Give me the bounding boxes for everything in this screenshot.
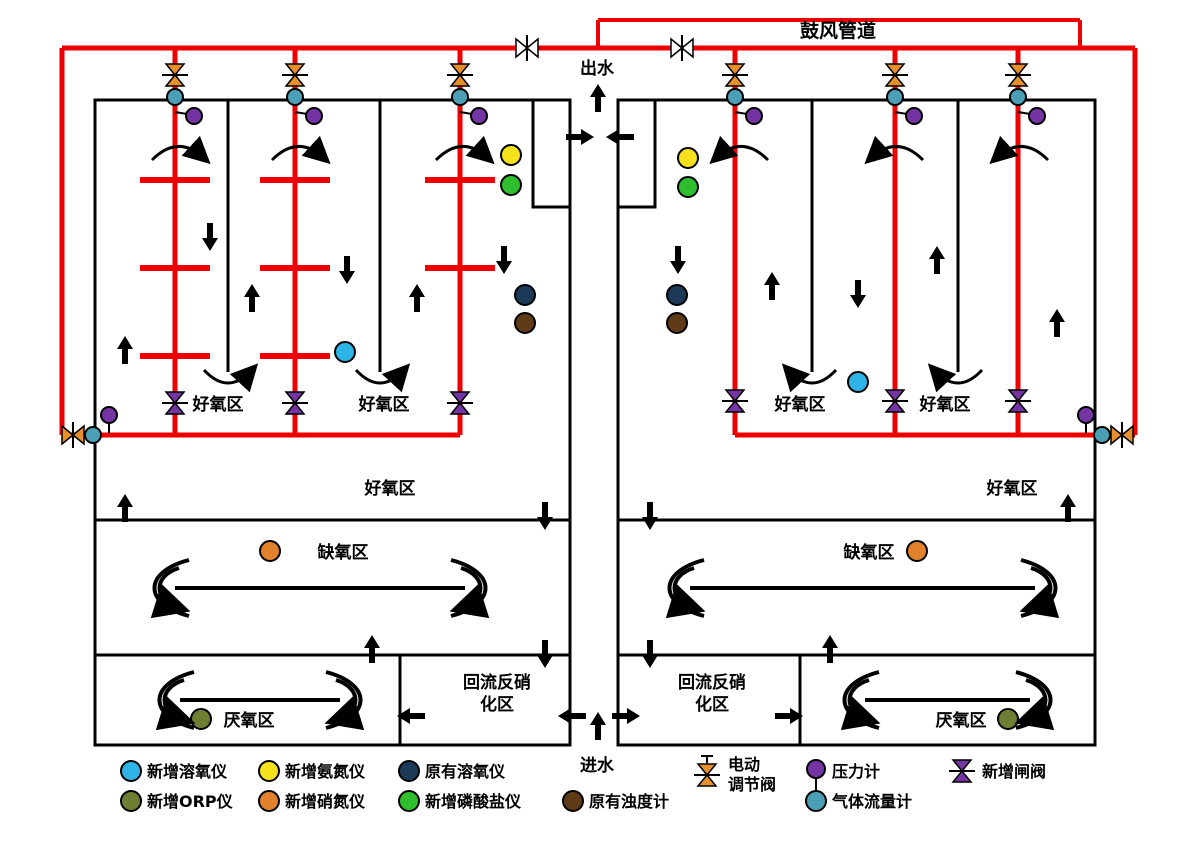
return-denit-label: 回流反硝: [678, 672, 746, 693]
phosphate-meter-dot: [677, 176, 699, 198]
pressure-gauge-dot: [1077, 406, 1095, 424]
control-valves: [61, 63, 1134, 449]
legend-control-valve-icon: [693, 755, 721, 787]
gas-flow-meter-dot: [286, 88, 304, 106]
gate-valve-icon: [721, 389, 749, 413]
outflow-label: 出水: [580, 58, 615, 79]
pressure-gauge-dot: [305, 107, 323, 125]
pressure-gauge-dot: [1028, 107, 1046, 125]
legend-gas-flow-meter-icon: [805, 790, 827, 812]
return-denit-label: 化区: [480, 694, 514, 715]
control-valve-icon: [61, 421, 85, 449]
gas-flow-meter-dot: [1093, 426, 1111, 444]
control-valve-icon: [1004, 63, 1032, 87]
aerobic-zone-label: 好氧区: [364, 478, 416, 499]
legend-item-label: 气体流量计: [831, 792, 912, 811]
legend: 新增溶氧仪 新增氨氮仪 原有溶氧仪 电动 调节阀 压力计 新增闸阀 新增ORP仪…: [120, 755, 1046, 812]
legend-phosphate-meter-icon: [398, 790, 420, 812]
gas-flow-meters: [84, 88, 1111, 444]
left-tank: [93, 98, 572, 747]
gas-flow-meter-dot: [451, 88, 469, 106]
blower-pipeline: [59, 18, 1138, 438]
gas-flow-meter-dot: [84, 426, 102, 444]
ammonia-meter-dot: [500, 144, 522, 166]
gate-valve-icon: [1004, 389, 1032, 413]
nitrate-meter-dot: [906, 540, 928, 562]
inflow-label: 进水: [580, 755, 615, 776]
gate-valve-icon: [881, 389, 909, 413]
control-valve-icon: [446, 63, 474, 87]
legend-item-label: 新增闸阀: [982, 762, 1046, 781]
orp-meter-dot: [190, 708, 212, 730]
aerobic-zone-label: 好氧区: [986, 478, 1038, 499]
legend-item-label: 新增磷酸盐仪: [425, 792, 522, 811]
legend-item-label: 原有溶氧仪: [425, 762, 506, 781]
legend-item-label: 新增溶氧仪: [147, 762, 228, 781]
right-tank: [616, 98, 1097, 747]
legend-nitrate-meter-icon: [258, 790, 280, 812]
turbidity-meter-dot: [666, 312, 688, 334]
control-valve-icon: [281, 63, 309, 87]
control-valve-icon: [161, 63, 189, 87]
diffuser-bars: [140, 177, 495, 359]
blower-pipeline-label: 鼓风管道: [800, 19, 876, 42]
pressure-gauge-dot: [185, 107, 203, 125]
return-denit-label: 回流反硝: [463, 672, 531, 693]
nitrate-meter-dot: [259, 540, 281, 562]
aerobic-zone-label: 好氧区: [774, 394, 826, 415]
legend-orp-meter-icon: [120, 790, 142, 812]
legend-item-label: 新增硝氮仪: [285, 792, 366, 811]
orig-do-meter-dot: [666, 284, 688, 306]
gas-flow-meter-dot: [166, 88, 184, 106]
legend-do-meter-icon: [120, 760, 142, 782]
legend-item-label: 新增ORP仪: [147, 792, 234, 811]
ammonia-meter-dot: [677, 147, 699, 169]
aerobic-zone-label: 好氧区: [919, 394, 971, 415]
legend-gate-valve-icon: [948, 759, 976, 783]
legend-turbidity-meter-icon: [562, 790, 584, 812]
pressure-gauges: [100, 107, 1095, 433]
orig-do-meter-dot: [514, 284, 536, 306]
control-valve-icon: [1110, 421, 1134, 449]
legend-item-label: 原有浊度计: [589, 792, 669, 811]
legend-pressure-gauge-icon: [806, 759, 826, 791]
pressure-gauge-dot: [470, 107, 488, 125]
gas-flow-meter-dot: [1009, 88, 1027, 106]
do-meter-dot: [334, 341, 356, 363]
return-denit-label: 化区: [695, 694, 729, 715]
legend-item-label: 调节阀: [728, 775, 776, 794]
do-meter-dot: [847, 371, 869, 393]
legend-item-label: 压力计: [832, 762, 880, 781]
anaerobic-zone-label: 厌氧区: [224, 710, 275, 731]
pressure-gauge-dot: [905, 107, 923, 125]
pressure-gauge-dot: [745, 107, 763, 125]
header-valve-icon: [515, 34, 539, 62]
anaerobic-zone-label: 厌氧区: [936, 710, 987, 731]
phosphate-meter-dot: [500, 174, 522, 196]
control-valve-icon: [721, 63, 749, 87]
legend-item-label: 电动: [728, 755, 760, 774]
header-valve-icon: [670, 34, 694, 62]
gate-valves: [161, 389, 1032, 415]
pressure-gauge-dot: [100, 406, 118, 424]
gas-flow-meter-dot: [726, 88, 744, 106]
anoxic-zone-label: 缺氧区: [844, 542, 895, 563]
legend-ammonia-meter-icon: [258, 760, 280, 782]
orp-meter-dot: [997, 708, 1019, 730]
circulation-loops: [155, 560, 1056, 728]
gate-valve-icon: [161, 391, 189, 415]
anoxic-zone-label: 缺氧区: [318, 542, 369, 563]
aerobic-zone-label: 好氧区: [192, 394, 244, 415]
control-valve-icon: [881, 63, 909, 87]
gate-valve-icon: [446, 391, 474, 415]
gas-flow-meter-dot: [886, 88, 904, 106]
gate-valve-icon: [281, 391, 309, 415]
legend-orig-do-meter-icon: [398, 760, 420, 782]
legend-item-label: 新增氨氮仪: [285, 762, 366, 781]
tank-sensors: [190, 144, 1019, 730]
turbidity-meter-dot: [514, 312, 536, 334]
aerobic-zone-label: 好氧区: [358, 394, 410, 415]
